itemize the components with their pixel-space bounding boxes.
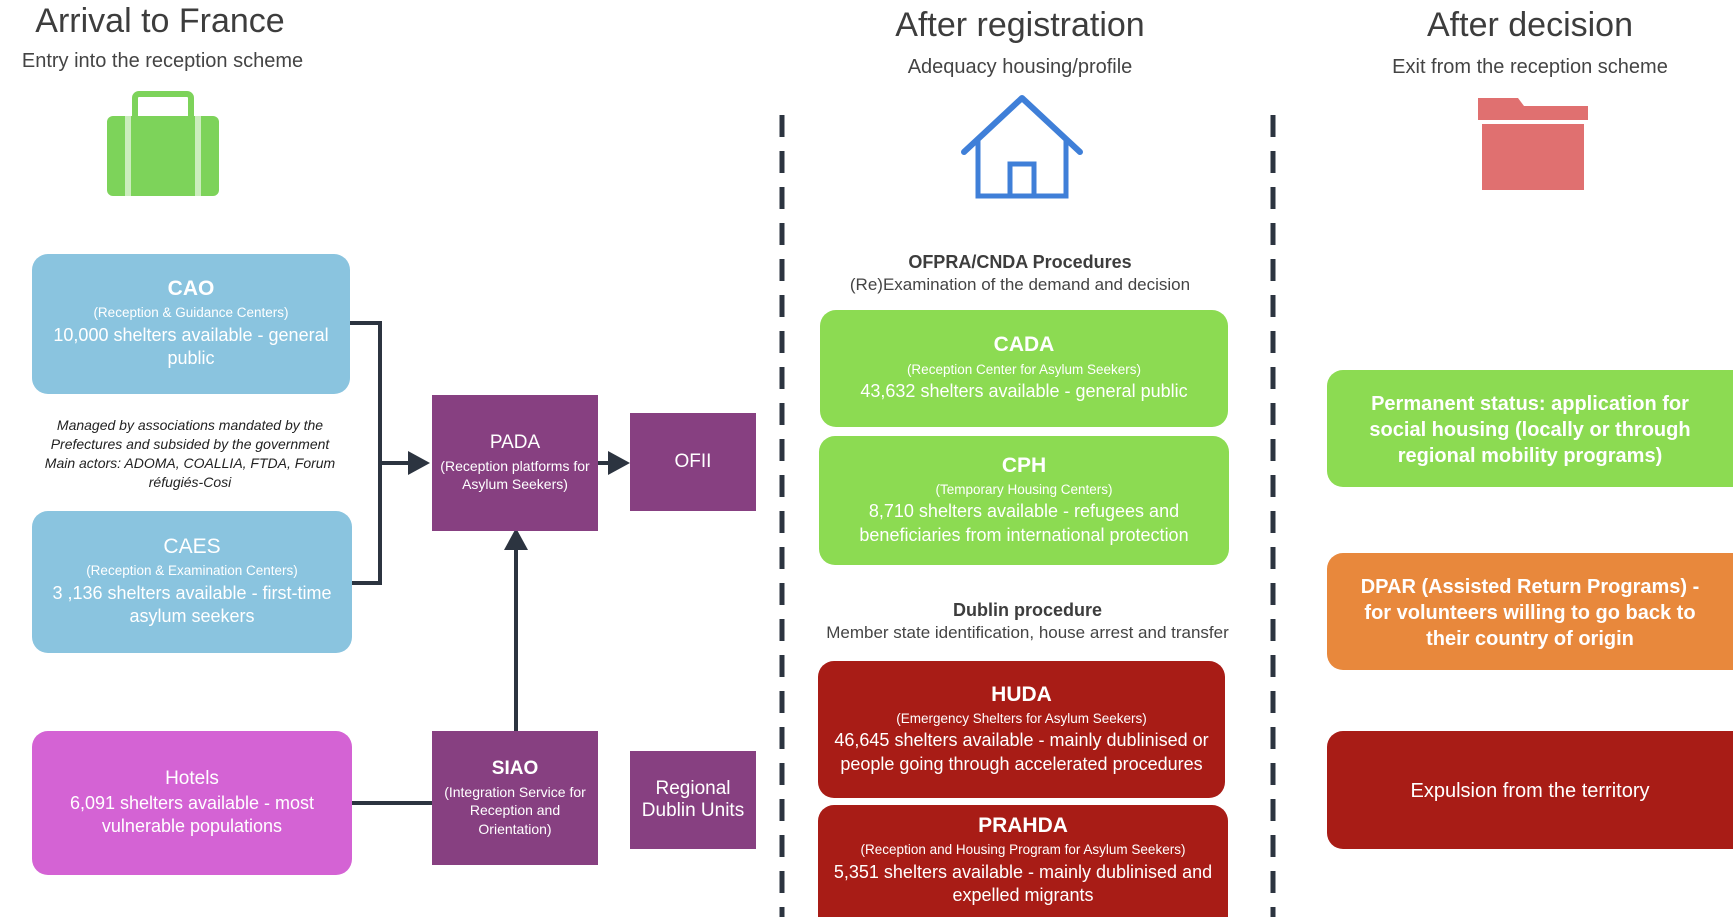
- dublin-units-box[interactable]: Regional Dublin Units: [630, 751, 756, 849]
- cph-sub: (Temporary Housing Centers): [935, 481, 1113, 497]
- dublin-units-name: Regional Dublin Units: [641, 778, 745, 821]
- huda-desc: 46,645 shelters available - mainly dubli…: [834, 730, 1209, 774]
- cph-desc: 8,710 shelters available - refugees and …: [859, 501, 1189, 545]
- cao-desc: 10,000 shelters available - general publ…: [53, 324, 329, 369]
- associations-note: Managed by associations mandated by the …: [44, 417, 336, 490]
- expulsion-box[interactable]: Expulsion from the territory: [1327, 731, 1733, 849]
- arrival-title: Arrival to France: [35, 2, 285, 40]
- ofpra-subtitle: (Re)Examination of the demand and decisi…: [849, 275, 1191, 294]
- dpar-box[interactable]: DPAR (Assisted Return Programs) - for vo…: [1327, 553, 1733, 670]
- permanent-status-box[interactable]: Permanent status: application for social…: [1327, 370, 1733, 487]
- dpar-text: DPAR (Assisted Return Programs) - for vo…: [1360, 575, 1700, 650]
- huda-name: HUDA: [991, 682, 1052, 706]
- permanent-status-text: Permanent status: application for social…: [1369, 392, 1691, 467]
- prahda-name: PRAHDA: [978, 814, 1068, 838]
- arrow-to-pada-from-siao: [504, 528, 528, 550]
- prahda-desc: 5,351 shelters available - mainly dublin…: [833, 861, 1213, 906]
- cao-box[interactable]: CAO (Reception & Guidance Centers) 10,00…: [32, 254, 350, 394]
- registration-subtitle: Adequacy housing/profile: [907, 56, 1133, 78]
- cao-caes-bracket: [350, 321, 382, 585]
- ofii-box[interactable]: OFII: [630, 413, 756, 511]
- ofpra-title: OFPRA/CNDA Procedures: [908, 252, 1132, 272]
- huda-box[interactable]: HUDA (Emergency Shelters for Asylum Seek…: [818, 661, 1225, 798]
- dublin-subtitle: Member state identification, house arres…: [826, 623, 1229, 642]
- arrival-subtitle: Entry into the reception scheme: [21, 50, 304, 72]
- caes-sub: (Reception & Examination Centers): [86, 563, 298, 579]
- ofii-name: OFII: [674, 451, 712, 473]
- cada-desc: 43,632 shelters available - general publ…: [860, 381, 1188, 402]
- dublin-title: Dublin procedure: [952, 600, 1102, 620]
- prahda-box[interactable]: PRAHDA (Reception and Housing Program fo…: [818, 805, 1228, 917]
- siao-name: SIAO: [491, 758, 539, 780]
- cao-sub: (Reception & Guidance Centers): [93, 305, 289, 321]
- siao-sub: (Integration Service for Reception and O…: [444, 784, 586, 837]
- cada-box[interactable]: CADA (Reception Center for Asylum Seeker…: [820, 310, 1228, 427]
- expulsion-text: Expulsion from the territory: [1410, 780, 1650, 802]
- pada-box[interactable]: PADA (Reception platforms for Asylum See…: [432, 395, 598, 531]
- decision-title: After decision: [1427, 6, 1633, 44]
- arrow-to-pada: [408, 451, 430, 475]
- folder-icon: [1478, 98, 1588, 190]
- hotels-name: Hotels: [165, 767, 219, 789]
- dublin-section: Dublin procedure Member state identifica…: [790, 600, 1265, 643]
- prahda-sub: (Reception and Housing Program for Asylu…: [860, 842, 1186, 858]
- ofpra-section: OFPRA/CNDA Procedures (Re)Examination of…: [820, 252, 1220, 295]
- siao-box[interactable]: SIAO (Integration Service for Reception …: [432, 731, 598, 865]
- arrow-to-ofii: [608, 451, 630, 475]
- huda-sub: (Emergency Shelters for Asylum Seekers): [896, 710, 1147, 726]
- cada-name: CADA: [993, 333, 1055, 357]
- pada-name: PADA: [489, 432, 541, 454]
- caes-desc: 3 ,136 shelters available - first-time a…: [52, 582, 332, 627]
- decision-subtitle: Exit from the reception scheme: [1392, 56, 1668, 78]
- hotels-box[interactable]: Hotels 6,091 shelters available - most v…: [32, 731, 352, 875]
- caes-box[interactable]: CAES (Reception & Examination Centers) 3…: [32, 511, 352, 653]
- pada-sub: (Reception platforms for Asylum Seekers): [440, 458, 590, 493]
- cao-name: CAO: [167, 277, 215, 301]
- suitcase-icon: [107, 91, 219, 196]
- cada-sub: (Reception Center for Asylum Seekers): [906, 361, 1142, 377]
- registration-title: After registration: [895, 6, 1145, 44]
- cph-name: CPH: [1001, 453, 1047, 477]
- house-icon: [961, 95, 1083, 199]
- caes-name: CAES: [163, 535, 221, 559]
- hotels-desc: 6,091 shelters available - most vulnerab…: [69, 792, 315, 836]
- cph-box[interactable]: CPH (Temporary Housing Centers) 8,710 sh…: [819, 436, 1229, 565]
